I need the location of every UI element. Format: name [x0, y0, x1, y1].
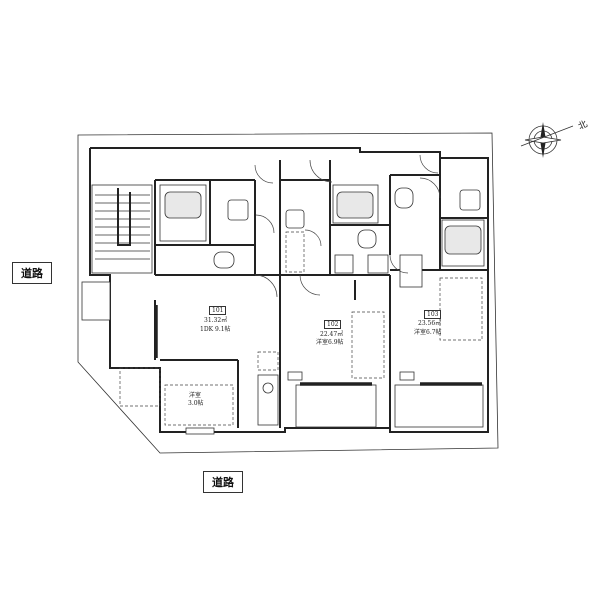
unit-103-toilet	[394, 187, 414, 209]
unit-102-balcony	[295, 384, 377, 428]
unit-101-balcony	[119, 367, 161, 407]
unit-101-entry-step	[185, 427, 215, 435]
unit-101-door-1	[254, 274, 278, 298]
unit-103-bathtub	[444, 225, 482, 255]
unit-102-bath-enclosure	[332, 184, 379, 224]
unit-102-door-1	[309, 159, 333, 183]
western-room-size: 3.0帖	[188, 400, 204, 407]
unit-102-door-2	[299, 274, 321, 296]
unit-102-sink-area	[285, 231, 305, 273]
unit-103-ac-unit	[399, 371, 415, 381]
unit-101-bathtub	[164, 191, 202, 219]
unit-101-kitchen	[257, 374, 279, 426]
unit-103-door-1	[419, 177, 441, 199]
unit-101-sink	[262, 382, 274, 394]
unit-103-area: 23.56㎡	[418, 320, 442, 327]
road-label-left: 道路	[12, 262, 52, 284]
unit-103-door-2	[419, 154, 439, 174]
unit-103-kitchen	[399, 254, 423, 288]
building-outline	[89, 147, 489, 433]
unit-101-door-3	[255, 214, 275, 234]
stair-landing	[81, 281, 111, 321]
unit-103-closet	[439, 277, 483, 341]
unit-103-washbasin	[459, 189, 481, 211]
road-label-bottom: 道路	[203, 471, 243, 493]
unit-101-door-2	[254, 164, 274, 184]
unit-101-layout: 1DK 9.1帖	[200, 326, 231, 333]
unit-101-closet	[257, 351, 279, 371]
unit-101-washbasin	[227, 199, 249, 221]
unit-102-door-3	[304, 229, 322, 247]
unit-101-toilet	[213, 251, 235, 269]
stair-treads	[95, 194, 150, 260]
unit-102-layout: 洋室6.9帖	[316, 339, 344, 346]
unit-102-walls	[280, 160, 391, 428]
unit-102-bathtub	[336, 191, 374, 219]
unit-102-ac-unit	[287, 371, 303, 381]
unit-103-bath-enclosure	[441, 219, 485, 267]
site-boundary	[77, 132, 499, 454]
unit-102-area: 22.47㎡	[320, 331, 344, 338]
unit-102-kitchen	[367, 254, 389, 274]
unit-101-western-room-outline	[164, 384, 234, 426]
unit-101-number: 101	[209, 306, 227, 315]
unit-102-cooktop	[334, 254, 354, 274]
stair-rail	[117, 188, 131, 246]
unit-101-walls	[154, 160, 281, 428]
unit-103-number: 103	[424, 310, 442, 319]
unit-101-area: 31.32㎡	[204, 317, 228, 324]
unit-102-number: 102	[324, 320, 342, 329]
compass-rose-icon	[520, 122, 574, 158]
unit-102-closet	[351, 311, 385, 379]
unit-103-layout: 洋室6.7帖	[414, 329, 442, 336]
unit-103-door-3	[389, 254, 409, 274]
unit-102-washbasin	[285, 209, 305, 229]
western-room-label: 洋室	[189, 392, 202, 399]
unit-103-balcony	[394, 384, 484, 428]
unit-102-toilet	[357, 229, 377, 249]
unit-101-bath-enclosure	[159, 184, 207, 242]
stair-block	[91, 184, 153, 274]
